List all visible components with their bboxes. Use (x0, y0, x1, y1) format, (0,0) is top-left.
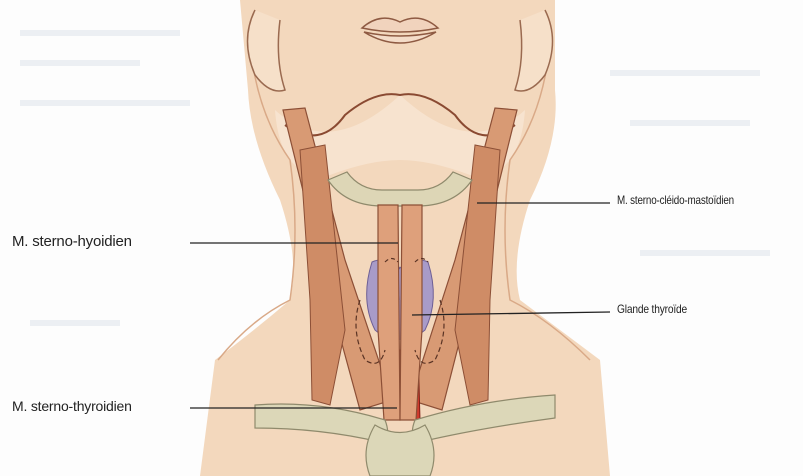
sternum-manubrium (366, 425, 434, 476)
label-sterno-hyoidien: M. sterno-hyoidien (12, 233, 132, 250)
label-sterno-cleido-mastoidien: M. sterno-cléido-mastoïdien (617, 193, 734, 207)
sternohyoid-muscle-right (400, 205, 422, 420)
sternohyoid-muscle-left (378, 205, 400, 420)
label-glande-thyroide: Glande thyroïde (617, 302, 687, 316)
label-sterno-thyroidien: M. sterno-thyroidien (12, 398, 132, 414)
